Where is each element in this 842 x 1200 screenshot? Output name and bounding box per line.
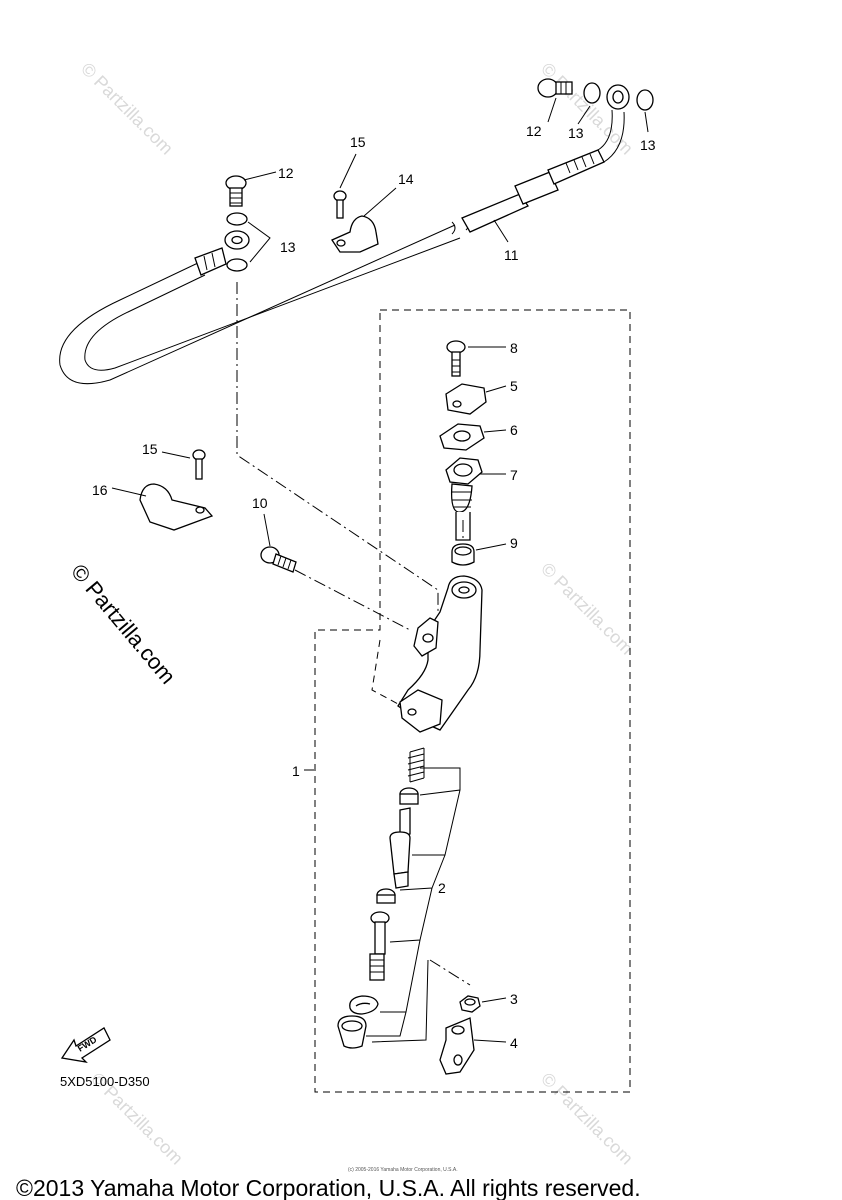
screw-upper bbox=[333, 190, 347, 219]
copyright-notice: ©2013 Yamaha Motor Corporation, U.S.A. A… bbox=[16, 1175, 641, 1200]
callout-15-upper: 15 bbox=[350, 134, 366, 150]
callout-7: 7 bbox=[510, 467, 518, 483]
callout-9: 9 bbox=[510, 535, 518, 551]
hose-to-body-line bbox=[236, 282, 439, 612]
callout-11: 11 bbox=[504, 247, 519, 263]
mounting-bolt bbox=[260, 546, 297, 573]
push-rod bbox=[369, 911, 390, 981]
bolt-to-body-line bbox=[294, 569, 411, 631]
copper-washer-top-right-b bbox=[636, 89, 654, 111]
copper-washer-lower-left bbox=[226, 258, 248, 272]
reservoir-cap bbox=[445, 383, 487, 415]
master-cylinder-body bbox=[397, 575, 483, 733]
clevis bbox=[439, 1017, 475, 1075]
circlip bbox=[349, 995, 379, 1015]
callout-16: 16 bbox=[92, 482, 108, 498]
piston bbox=[389, 807, 411, 889]
callout-15-lower: 15 bbox=[142, 441, 158, 457]
hose-clamp-upper bbox=[331, 215, 379, 253]
callout-12-right: 12 bbox=[526, 123, 542, 139]
callout-8: 8 bbox=[510, 340, 518, 356]
watermark-main: © Partzilla.com bbox=[66, 559, 180, 689]
forward-arrow-icon: FWD bbox=[60, 1027, 111, 1063]
union-bolt-right bbox=[537, 78, 573, 98]
copper-washer-top-right-a bbox=[583, 82, 601, 104]
callout-13-left: 13 bbox=[280, 239, 296, 255]
diagram-code: 5XD5100-D350 bbox=[60, 1074, 150, 1089]
callout-6: 6 bbox=[510, 422, 518, 438]
brake-hose bbox=[59, 109, 625, 385]
callout-12-left: 12 bbox=[278, 165, 294, 181]
callout-4: 4 bbox=[510, 1035, 518, 1051]
callout-1: 1 bbox=[292, 763, 300, 779]
copper-washer-upper-left bbox=[226, 212, 248, 226]
callout-2: 2 bbox=[438, 880, 446, 896]
callout-10: 10 bbox=[252, 495, 268, 511]
assembly-boundary bbox=[314, 309, 631, 1093]
small-copyright: (c) 2005-2016 Yamaha Motor Corporation, … bbox=[348, 1167, 458, 1173]
callout-13-middle: 13 bbox=[568, 125, 584, 141]
callout-13-right: 13 bbox=[640, 137, 656, 153]
callout-5: 5 bbox=[510, 378, 518, 394]
leader-lines bbox=[111, 97, 649, 1043]
callout-3: 3 bbox=[510, 991, 518, 1007]
return-spring bbox=[407, 747, 425, 783]
watermark-bottom-right: © Partzilla.com bbox=[537, 1069, 637, 1169]
screw-lower bbox=[192, 449, 206, 480]
callout-14: 14 bbox=[398, 171, 414, 187]
group-2-bracket bbox=[366, 767, 461, 1037]
cap-screw bbox=[446, 340, 466, 377]
watermark-top-right: © Partzilla.com bbox=[77, 59, 177, 159]
watermark-mid-right: © Partzilla.com bbox=[537, 559, 637, 659]
union-bolt-left bbox=[225, 175, 247, 207]
